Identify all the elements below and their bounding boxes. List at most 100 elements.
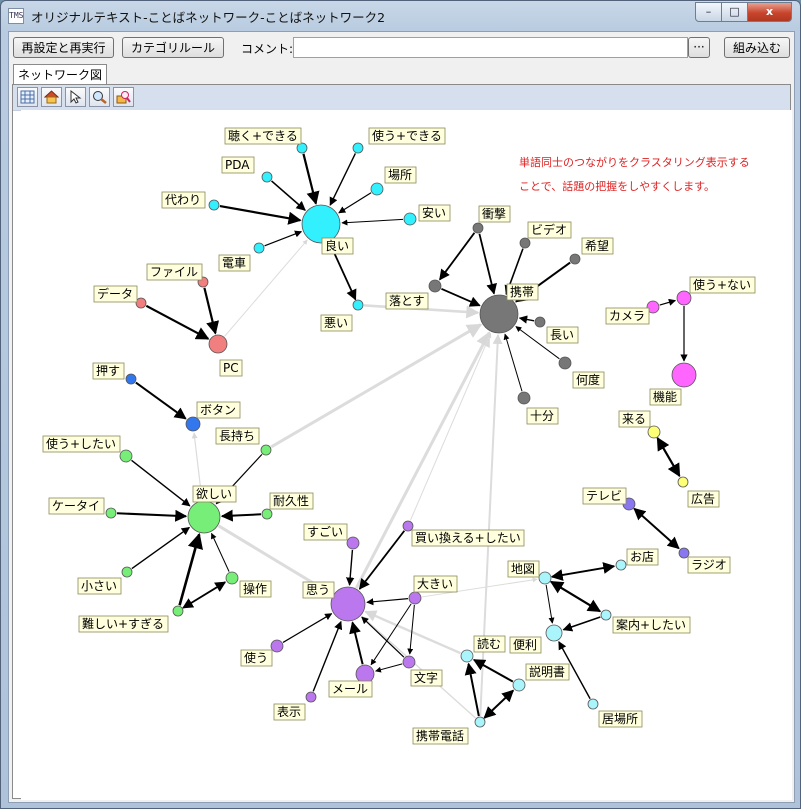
node-label-benri[interactable]: 便利 xyxy=(513,638,537,652)
node-benri[interactable] xyxy=(545,624,563,642)
node-keitaidenwa[interactable] xyxy=(474,716,486,728)
node-setsumeisho[interactable] xyxy=(512,678,526,692)
node-ibasho[interactable] xyxy=(587,698,599,710)
highlight-tool-button[interactable] xyxy=(113,87,134,107)
node-label-data[interactable]: データ xyxy=(97,286,133,301)
node-data[interactable] xyxy=(135,297,147,309)
comment-input[interactable] xyxy=(293,37,688,58)
node-label-kibou[interactable]: 希望 xyxy=(585,238,609,253)
category-rule-button[interactable]: カテゴリルール xyxy=(122,37,224,58)
node-label-osu[interactable]: 押す xyxy=(96,364,120,378)
node-label-sugoi[interactable]: すごい xyxy=(307,524,343,539)
node-label-radio[interactable]: ラジオ xyxy=(691,558,727,572)
network-diagram[interactable]: 良い聴く+できる使う+できるPDA場所代わり安い電車悪い携帯衝撃ビデオ希望落とす… xyxy=(21,110,792,800)
node-nagamochi[interactable] xyxy=(260,444,272,456)
node-mail[interactable] xyxy=(355,664,375,684)
minimize-button[interactable]: – xyxy=(695,2,722,22)
node-kawari[interactable] xyxy=(208,199,220,211)
pointer-tool-button[interactable] xyxy=(65,87,86,107)
node-omou[interactable] xyxy=(330,586,366,622)
node-label-jubun[interactable]: 十分 xyxy=(530,409,554,423)
node-label-nagamochi[interactable]: 長持ち xyxy=(219,428,255,443)
node-nagai[interactable] xyxy=(534,316,546,328)
close-button[interactable]: x xyxy=(747,2,792,22)
node-label-tsukau_shitai[interactable]: 使う+したい xyxy=(46,436,116,451)
node-tsukau_dekiru[interactable] xyxy=(352,142,364,154)
node-label-annai[interactable]: 案内+したい xyxy=(616,617,686,632)
browse-button[interactable]: ··· xyxy=(688,37,710,58)
title-bar[interactable]: TMS オリジナルテキスト-ことばネットワーク-ことばネットワーク2 – □ x xyxy=(1,1,800,29)
node-koukoku[interactable] xyxy=(677,476,689,488)
node-sousa[interactable] xyxy=(225,571,239,585)
node-kinou[interactable] xyxy=(671,362,697,388)
node-label-kuru[interactable]: 来る xyxy=(622,412,646,426)
node-annai[interactable] xyxy=(600,609,612,621)
node-shougeki[interactable] xyxy=(472,222,484,234)
embed-button[interactable]: 組み込む xyxy=(724,37,790,58)
node-chizu[interactable] xyxy=(538,571,552,585)
node-label-taikyuusei[interactable]: 耐久性 xyxy=(273,494,309,508)
node-kibou[interactable] xyxy=(569,253,581,265)
node-label-yoi[interactable]: 良い xyxy=(325,238,349,253)
node-camera[interactable] xyxy=(646,300,660,314)
node-label-hyouji[interactable]: 表示 xyxy=(277,705,301,719)
node-label-moji[interactable]: 文字 xyxy=(414,670,438,685)
node-label-kawari[interactable]: 代わり xyxy=(165,193,201,207)
node-label-yomu[interactable]: 読む xyxy=(477,636,501,651)
node-keitai[interactable] xyxy=(479,294,519,334)
node-label-chiisai[interactable]: 小さい xyxy=(81,579,117,593)
node-label-ibasho[interactable]: 居場所 xyxy=(602,712,638,726)
node-radio[interactable] xyxy=(678,547,690,559)
node-label-otosu[interactable]: 落とす xyxy=(389,294,425,308)
node-yasui[interactable] xyxy=(403,212,417,226)
node-yomu[interactable] xyxy=(460,649,474,663)
node-chiisai[interactable] xyxy=(121,566,133,578)
node-kuru[interactable] xyxy=(647,425,661,439)
node-taikyuusei[interactable] xyxy=(261,508,273,520)
node-label-button[interactable]: ボタン xyxy=(200,403,236,417)
node-label-setsumeisho[interactable]: 説明書 xyxy=(529,664,565,679)
node-keetai[interactable] xyxy=(105,507,117,519)
node-label-camera[interactable]: カメラ xyxy=(609,309,645,323)
node-hyouji[interactable] xyxy=(305,691,317,703)
node-label-densha[interactable]: 電車 xyxy=(222,256,246,270)
node-label-nando[interactable]: 何度 xyxy=(576,372,600,387)
node-yoi[interactable] xyxy=(301,204,341,244)
node-basho[interactable] xyxy=(370,182,384,196)
node-kaikaeru[interactable] xyxy=(402,520,414,532)
node-label-tv[interactable]: テレビ xyxy=(586,489,622,503)
node-tsukau_shitai[interactable] xyxy=(119,449,133,463)
node-label-yasui[interactable]: 安い xyxy=(422,205,446,220)
node-label-shougeki[interactable]: 衝撃 xyxy=(482,206,506,221)
node-label-koukoku[interactable]: 広告 xyxy=(691,492,715,506)
node-kiku_dekiru[interactable] xyxy=(296,142,308,154)
node-label-sousa[interactable]: 操作 xyxy=(243,581,267,596)
node-label-hoshii[interactable]: 欲しい xyxy=(196,487,232,501)
node-moji[interactable] xyxy=(402,655,416,669)
reset-rerun-button[interactable]: 再設定と再実行 xyxy=(13,37,114,58)
node-label-kiku_dekiru[interactable]: 聴く+できる xyxy=(228,129,298,143)
node-label-warui[interactable]: 悪い xyxy=(324,316,348,330)
node-hoshii[interactable] xyxy=(187,500,221,534)
node-warui[interactable] xyxy=(352,299,364,311)
node-label-omou[interactable]: 思う xyxy=(306,583,330,597)
node-label-keitai[interactable]: 携帯 xyxy=(510,284,534,299)
node-label-tsukau[interactable]: 使う xyxy=(244,650,268,665)
node-densha[interactable] xyxy=(253,242,265,254)
node-otosu[interactable] xyxy=(428,279,442,293)
node-label-file[interactable]: ファイル xyxy=(150,265,198,279)
maximize-button[interactable]: □ xyxy=(721,2,748,22)
node-label-tsukau_nai[interactable]: 使う+ない xyxy=(693,277,751,292)
node-tsukau[interactable] xyxy=(270,639,284,653)
node-tsukau_nai[interactable] xyxy=(676,290,692,306)
tab-network-diagram[interactable]: ネットワーク図 xyxy=(13,64,108,86)
grid-tool-button[interactable] xyxy=(17,87,38,107)
node-label-mail[interactable]: メール xyxy=(332,682,368,696)
node-label-pda[interactable]: PDA xyxy=(225,158,250,172)
home-tool-button[interactable] xyxy=(41,87,62,107)
node-label-kinou[interactable]: 機能 xyxy=(653,389,677,404)
node-sugoi[interactable] xyxy=(346,536,360,550)
zoom-tool-button[interactable] xyxy=(89,87,110,107)
node-label-tsukau_dekiru[interactable]: 使う+できる xyxy=(372,128,442,143)
